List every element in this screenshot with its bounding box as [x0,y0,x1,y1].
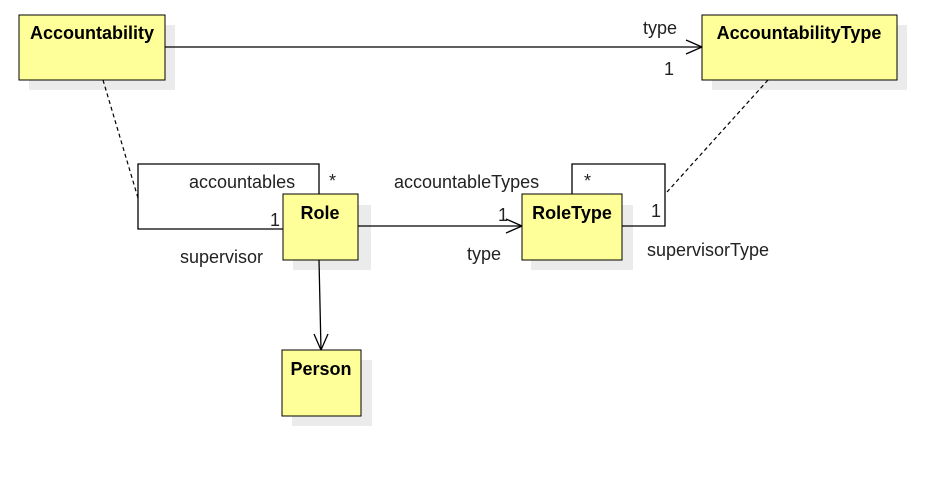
role-person-association [318,259,322,351]
class-role[interactable]: Role [282,193,359,261]
supervisor-role-label: supervisor [180,247,263,267]
accountables-role-label: accountables [189,172,295,192]
roletype-role-label: type [467,244,501,264]
class-roletype-name: RoleType [532,203,612,223]
accountability-to-role-link [102,79,139,199]
acc-type-role-label: type [643,18,677,38]
role-self-association [137,163,320,230]
class-accountability-name: Accountability [30,23,154,43]
class-roletype[interactable]: RoleType [521,193,623,261]
class-accountability-type-name: AccountabilityType [717,23,882,43]
accountables-multiplicity: * [329,171,336,191]
acc-type-multiplicity: 1 [664,59,674,79]
accountability-type-to-roletype-link [666,79,769,193]
accountable-types-multiplicity: * [584,171,591,191]
roletype-self-association [571,163,666,227]
supervisor-type-multiplicity: 1 [651,201,661,221]
supervisor-type-role-label: supervisorType [647,240,769,260]
class-accountability-type[interactable]: AccountabilityType [701,14,898,81]
supervisor-multiplicity: 1 [270,210,280,230]
class-role-name: Role [300,203,339,223]
class-accountability[interactable]: Accountability [18,14,166,81]
roletype-multiplicity: 1 [498,205,508,225]
class-person[interactable]: Person [281,349,362,417]
class-person-name: Person [290,359,351,379]
accountable-types-role-label: accountableTypes [394,172,539,192]
